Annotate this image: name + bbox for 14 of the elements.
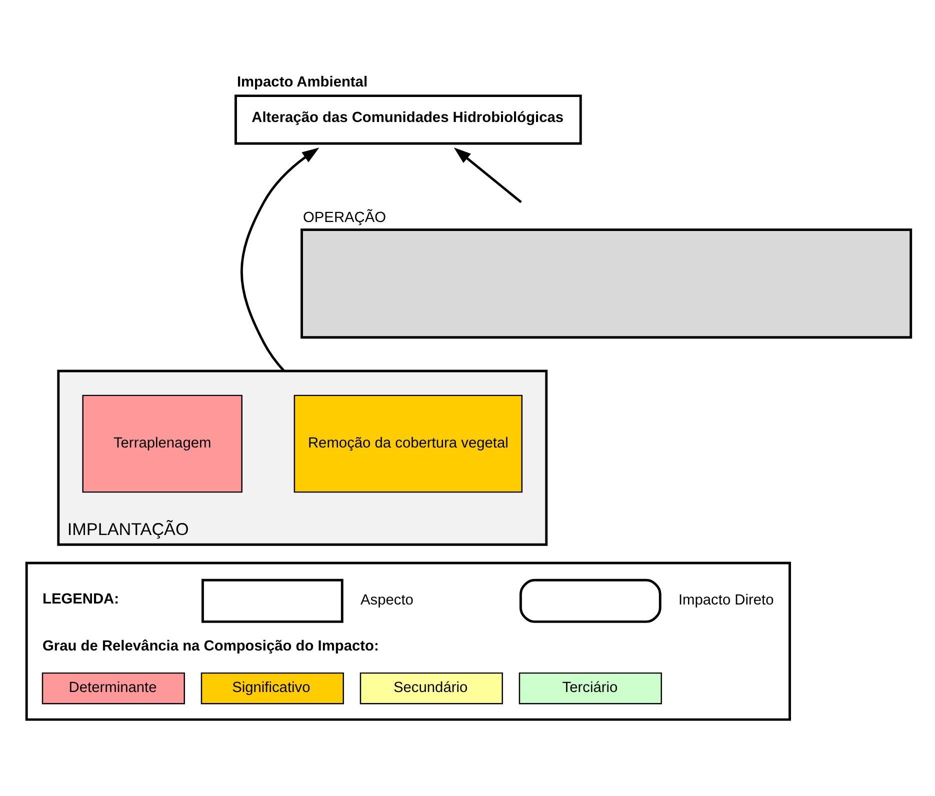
label: LEGENDA: xyxy=(42,590,120,607)
legend-label: Significativo xyxy=(232,680,310,696)
legend-label: Impacto Direto xyxy=(678,592,774,608)
arrow xyxy=(240,147,320,372)
legend-label: Aspecto xyxy=(360,592,414,608)
label: Grau de Relevância na Composição do Impacto: xyxy=(42,638,379,654)
legend-label: Terciário xyxy=(562,680,618,696)
node-label: OPERAÇÃO xyxy=(303,209,386,226)
node-label: Impacto Ambiental xyxy=(236,74,368,90)
legend-label: Determinante xyxy=(68,680,157,696)
node-box: Remoção da cobertura vegetal xyxy=(294,394,523,492)
node-box: Terraplenagem xyxy=(82,394,242,492)
arrow xyxy=(454,147,522,203)
legend-label: Secundário xyxy=(394,680,468,696)
